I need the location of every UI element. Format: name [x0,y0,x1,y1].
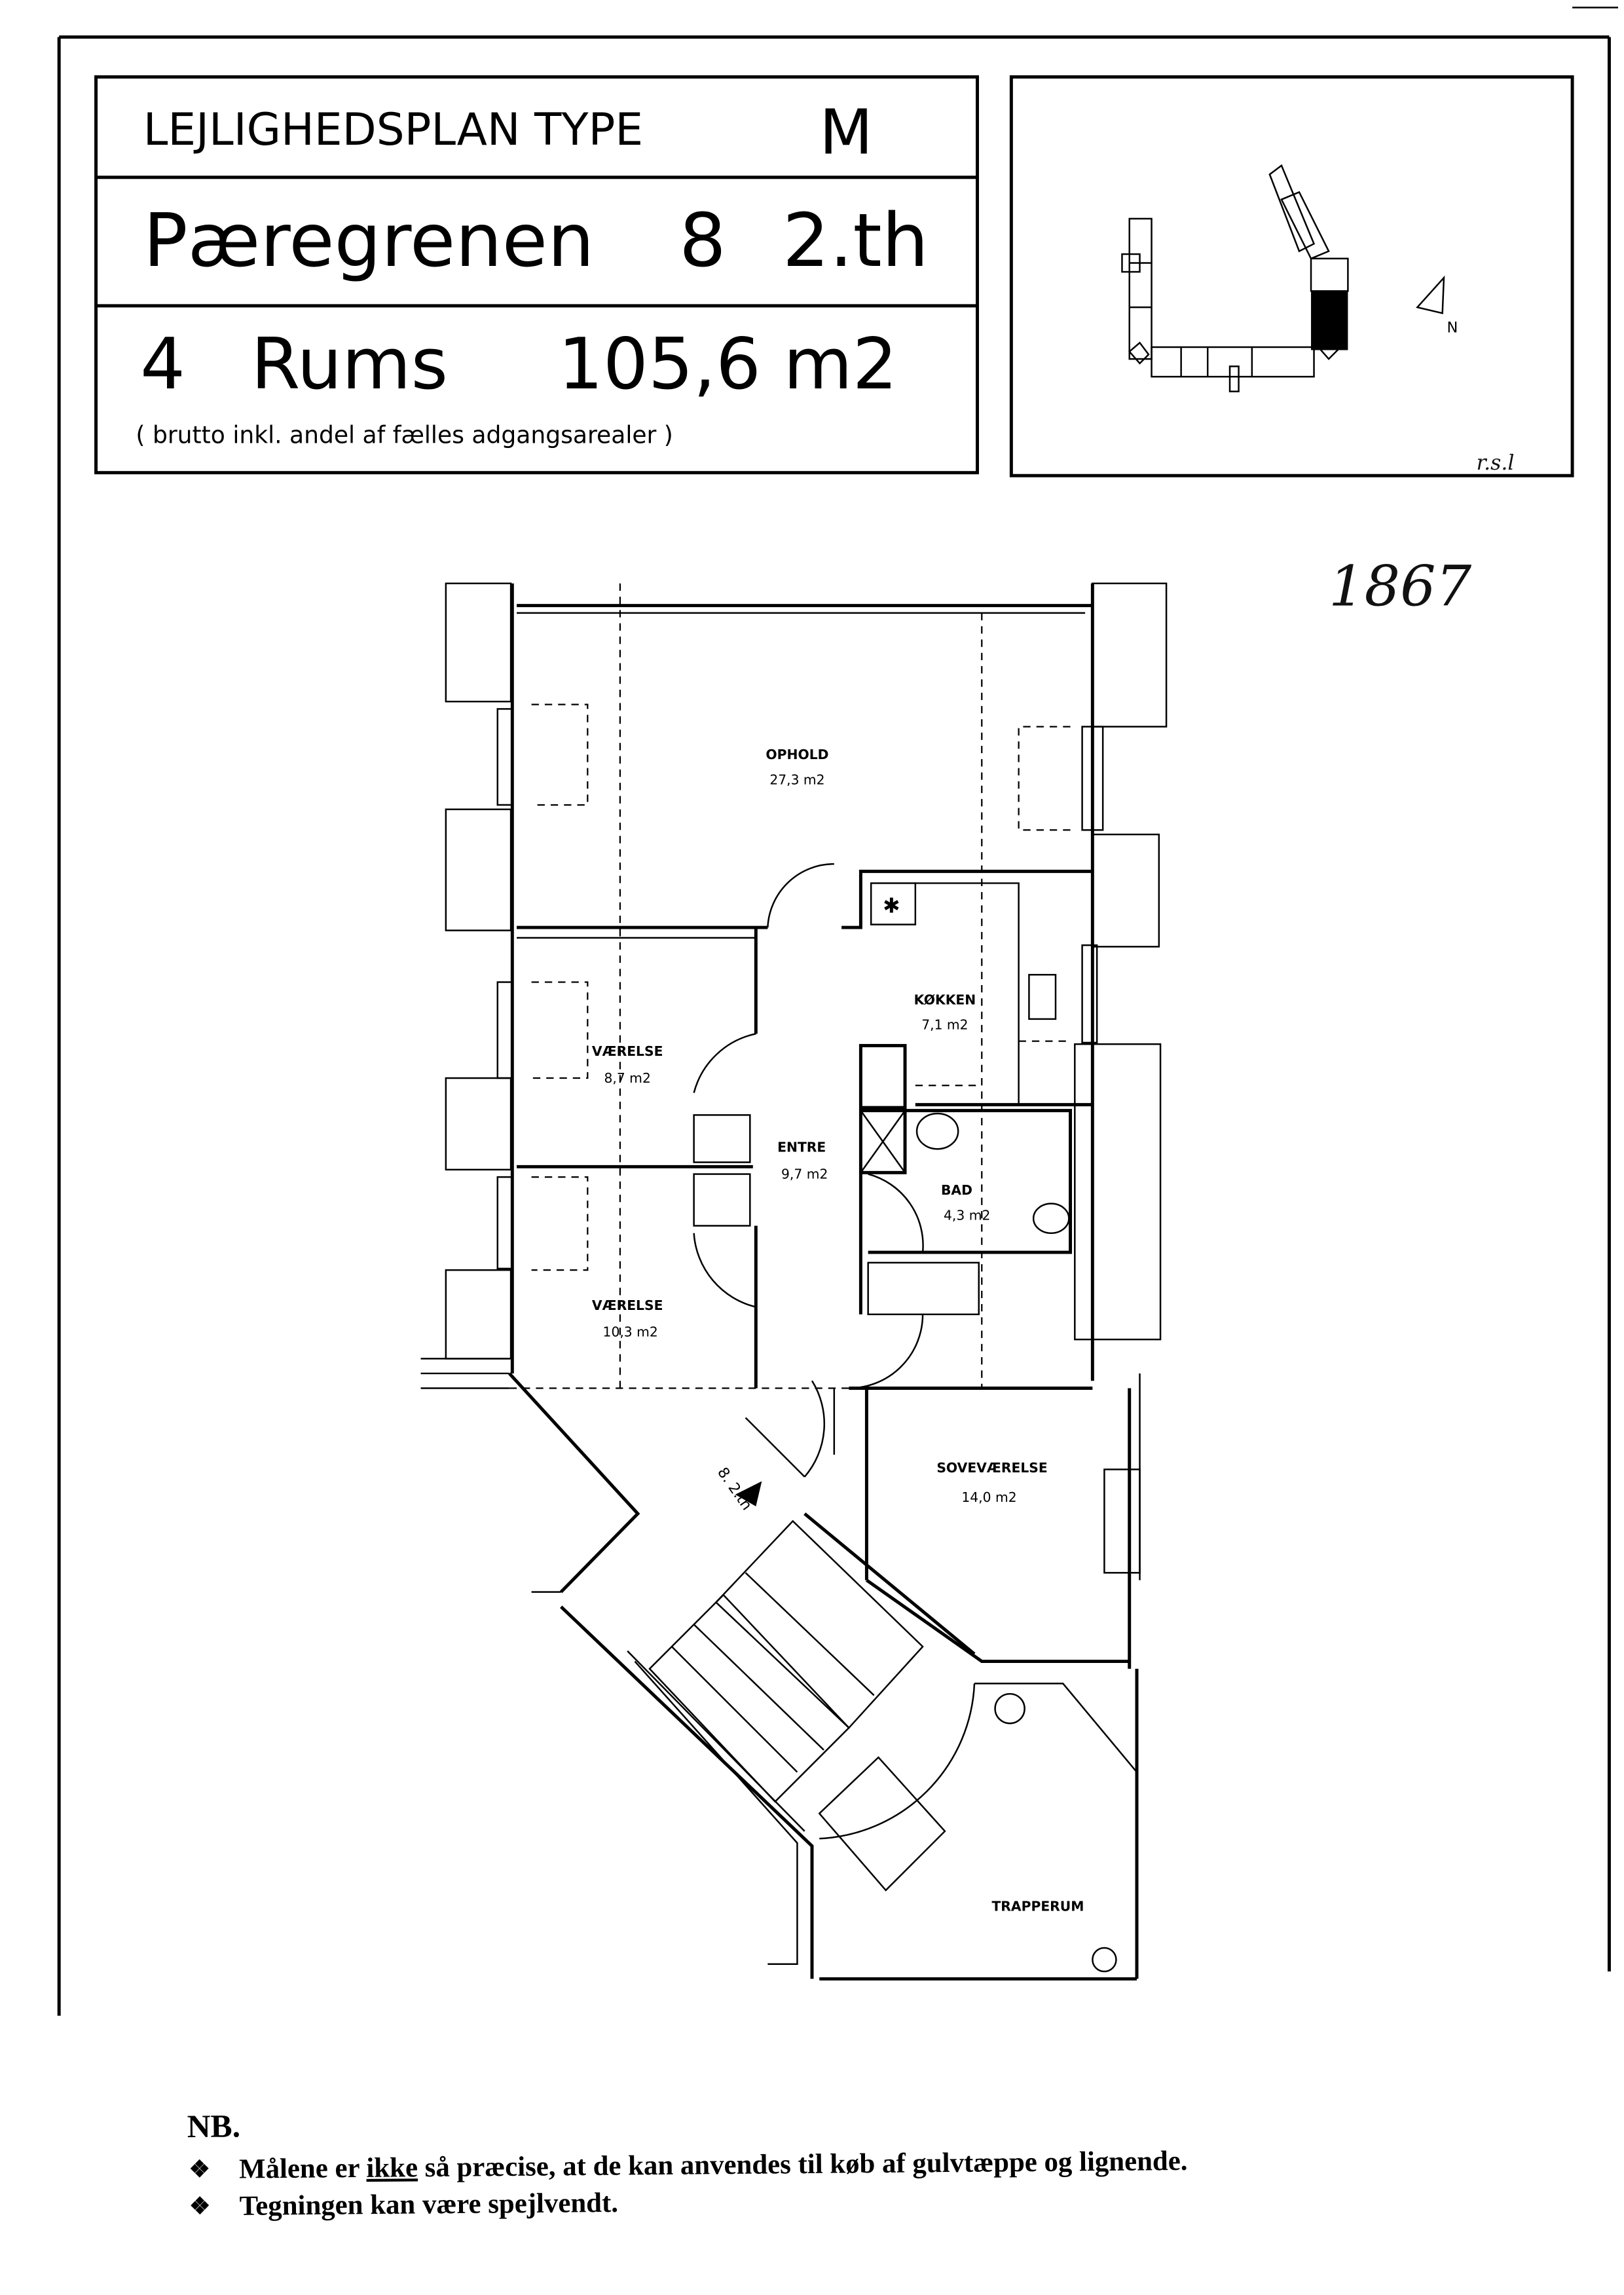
bullet-icon: ❖ [189,2193,211,2219]
room-area-sovevaerelse: 14,0 m2 [961,1489,1016,1505]
plan-type-value: M [819,97,873,169]
room-name-bad: BAD [941,1182,972,1198]
staircase [648,1481,1137,1973]
note-line-1-emphasis: ikke [366,2152,418,2184]
room-area-bad: 4,3 m2 [944,1207,990,1223]
room-name-entre: ENTRE [777,1140,826,1155]
interior-walls: ✱ [517,863,1130,1664]
room-count: 4 [140,323,185,405]
area-note: ( brutto inkl. andel af fælles adgangsar… [136,422,673,449]
site-plan-mini [1121,164,1349,392]
room-area-entre: 9,7 m2 [781,1166,828,1182]
room-name-trapperum: TRAPPERUM [991,1899,1084,1914]
note-line-2: Tegningen kan være spejlvendt. [239,2188,618,2222]
north-label: N [1447,319,1458,336]
room-name-vaerelse-1: VÆRELSE [592,1043,663,1059]
notes-heading: NB. [187,2108,240,2144]
room-name-sovevaerelse: SOVEVÆRELSE [936,1460,1047,1476]
note-line-1: Målene er ikke så præcise, at de kan anv… [239,2146,1188,2185]
notes: NB. ❖ Målene er ikke så præcise, at de k… [187,2108,1188,2222]
dashed-lines [509,583,1093,1389]
floor-label: 2.th [783,197,929,284]
handwritten-number: 1867 [1329,554,1471,620]
page-frame [57,7,1618,2016]
total-area: 105,6 m2 [558,323,897,405]
room-area-ophold: 27,3 m2 [769,772,824,787]
street-number: 8 [679,197,726,284]
room-name-kokken: KØKKEN [914,992,976,1007]
entrance-arrow-icon [735,1481,762,1506]
room-area-kokken: 7,1 m2 [921,1017,968,1033]
room-area-vaerelse-2: 10,3 m2 [603,1324,658,1340]
room-name-ophold: OPHOLD [766,747,828,762]
column-icon [994,1692,1025,1725]
bullet-icon: ❖ [189,2156,210,2182]
sink-icon [915,1112,959,1150]
toilet-icon [1032,1203,1070,1235]
plan-type-label: LEJLIGHEDSPLAN TYPE [143,103,643,155]
column-icon [1092,1947,1117,1973]
stove-icon: ✱ [883,895,900,918]
north-arrow-icon [1416,275,1445,314]
room-name-vaerelse-2: VÆRELSE [592,1297,663,1313]
apartment-floorplan: ✱ [420,582,1168,1981]
room-area-vaerelse-1: 8,7 m2 [604,1070,650,1086]
note-line-1-post: så præcise, at de kan anvendes til køb a… [418,2146,1188,2183]
balconies [445,582,1168,1360]
key-map: N r.s.l [1009,75,1574,477]
title-block: LEJLIGHEDSPLAN TYPE M Pæregrenen 8 2.th … [94,75,979,475]
note-line-1-pre: Målene er [239,2153,367,2185]
outer-walls [420,583,1141,1981]
street-name: Pæregrenen [143,197,595,284]
initials-handwritten: r.s.l [1477,451,1515,475]
room-count-label: Rums [251,323,448,405]
